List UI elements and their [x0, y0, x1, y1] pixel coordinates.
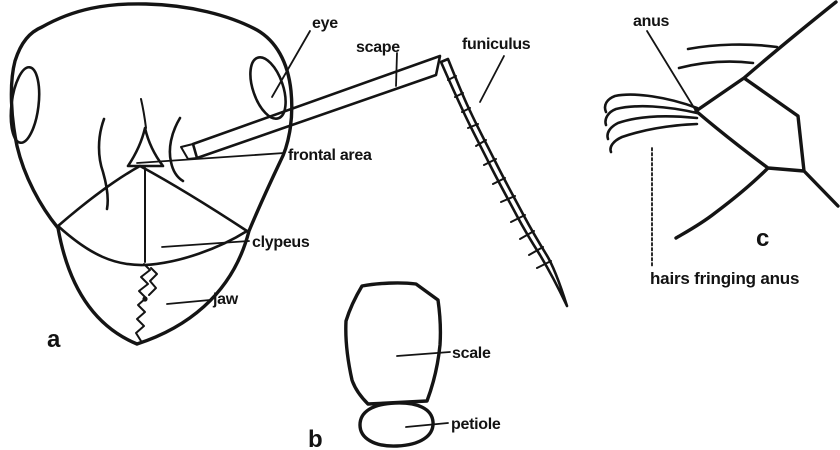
scale-shape: [344, 281, 443, 406]
left-eye: [9, 65, 41, 145]
clypeus-leader-line: [161, 240, 250, 248]
jaw-suture-zigzag: [135, 263, 151, 342]
scale-label: scale: [452, 345, 491, 362]
gaster-segment-line-1: [686, 43, 779, 51]
eye-label: eye: [312, 15, 338, 32]
anus-leader-line: [646, 30, 697, 112]
jaw-suture-zigzag-2: [148, 267, 158, 296]
panel-c-gaster-tip: anus hairs fringing anus c: [603, 0, 840, 288]
petiole-label: petiole: [451, 416, 501, 433]
scape-label: scape: [356, 39, 400, 56]
scale-leader-line: [396, 351, 451, 357]
funiculus-label: funiculus: [462, 36, 531, 53]
anus-label: anus: [633, 13, 670, 30]
funiculus-segment-dividers: [447, 75, 552, 269]
gaster-tip-outline: [674, 0, 840, 240]
petiole-leader-line: [405, 422, 449, 428]
jaw-suture-dot: [142, 296, 148, 302]
head-outline: [9, 2, 294, 346]
petiole-shape: [358, 401, 435, 448]
eye-leader-line: [271, 30, 311, 98]
frontal-triangle: [126, 126, 165, 168]
right-eye: [249, 56, 287, 120]
frontal-area-leader-line: [136, 152, 285, 164]
panel-b-petiole: scale petiole b: [308, 281, 501, 450]
frontal-carina-left: [97, 117, 110, 211]
clypeus-label: clypeus: [252, 234, 310, 251]
gaster-segment-line-2: [677, 60, 755, 70]
hairs-fringing-anus-label: hairs fringing anus: [650, 269, 799, 288]
jaw-label: jaw: [212, 291, 239, 308]
panel-b-letter: b: [308, 426, 323, 450]
panel-a-head: eye scape funiculus frontal area clypeus…: [9, 2, 569, 353]
frontal-carina-right: [168, 116, 185, 183]
jaw-leader-line: [166, 299, 211, 305]
panel-a-letter: a: [47, 326, 61, 353]
scape-leader-line: [395, 52, 398, 87]
clypeus-upper-edges: [56, 164, 249, 233]
clypeus-lower-arc: [56, 224, 249, 267]
panel-c-letter: c: [756, 225, 769, 252]
frontal-triangle-stem: [140, 98, 147, 129]
funiculus-shape: [439, 57, 569, 308]
funiculus-leader-line: [479, 55, 505, 103]
scape-shape: [191, 54, 442, 160]
anal-hairs: [603, 93, 699, 154]
frontal-area-label: frontal area: [288, 147, 372, 164]
